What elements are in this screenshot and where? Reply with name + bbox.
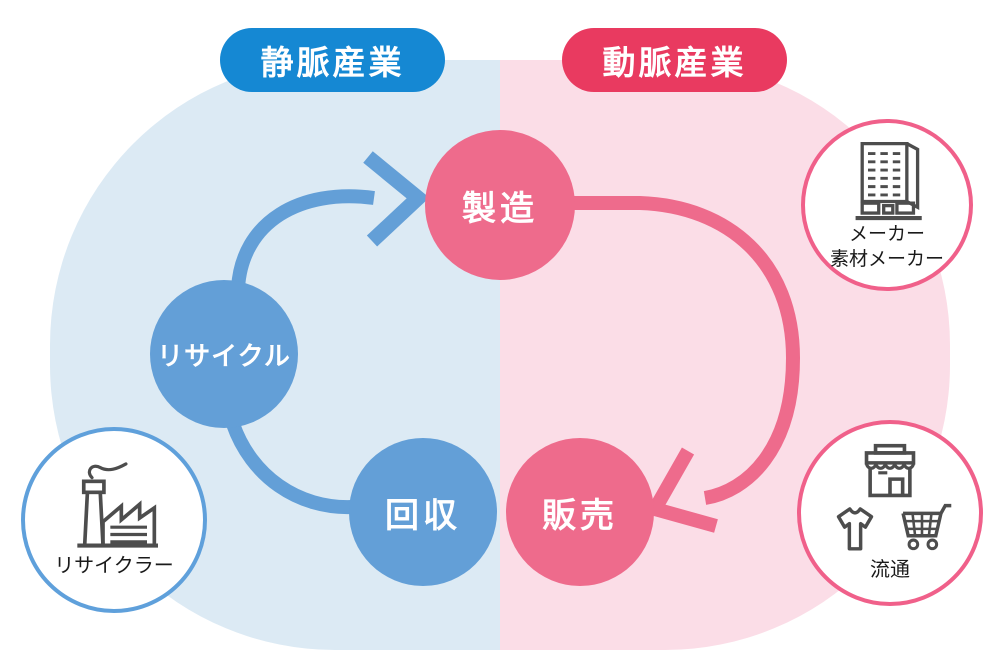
- node-sales: 販売: [506, 438, 654, 586]
- storefront-icon: [856, 443, 924, 499]
- arterial-industry-text: 動脈産業: [602, 44, 747, 81]
- shopping-cart-icon: [891, 501, 953, 555]
- maker-label-line1: メーカー: [848, 224, 925, 246]
- arrowhead-manufacture-to-sales-icon: [644, 447, 718, 533]
- distribution-label: 流通: [870, 559, 910, 581]
- venous-industry-text: 静脈産業: [260, 44, 405, 81]
- satellite-distribution: 流通: [797, 420, 983, 606]
- node-sales-label: 販売: [542, 496, 618, 535]
- distribution-icon-row: [827, 501, 953, 555]
- node-manufacture-label: 製造: [462, 189, 538, 228]
- node-collection-label: 回収: [385, 496, 461, 535]
- venous-industry-label: 静脈産業: [220, 28, 445, 92]
- office-building-icon: [835, 137, 939, 223]
- maker-label: メーカー 素材メーカー: [830, 223, 944, 272]
- node-manufacture: 製造: [425, 130, 575, 280]
- node-collection: 回収: [349, 438, 497, 586]
- maker-label-line2: 素材メーカー: [829, 249, 944, 270]
- satellite-recycler: リサイクラー: [21, 427, 207, 613]
- satellite-maker: メーカー 素材メーカー: [801, 119, 973, 291]
- arterial-industry-label: 動脈産業: [562, 28, 787, 92]
- recycler-label: リサイクラー: [54, 555, 174, 577]
- node-recycle-label: リサイクル: [157, 340, 291, 371]
- arrow-recycle-to-manufacture: [231, 189, 375, 289]
- factory-icon: [59, 461, 169, 553]
- arrow-collection-to-recycle: [226, 421, 353, 515]
- node-recycle: リサイクル: [150, 280, 298, 428]
- arrowhead-recycle-to-manufacture-icon: [363, 151, 430, 247]
- tshirt-icon: [827, 502, 883, 554]
- arrow-manufacture-to-sales: [560, 196, 801, 505]
